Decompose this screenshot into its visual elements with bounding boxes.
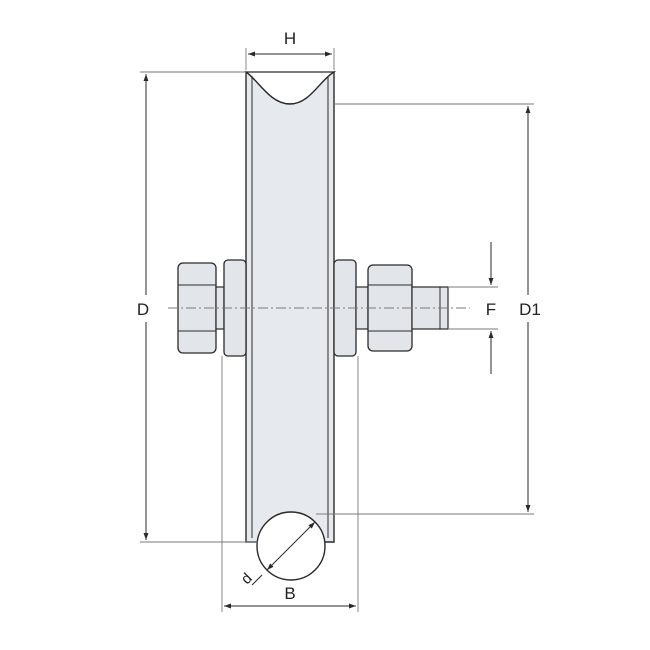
label-h: H	[284, 29, 296, 48]
wheel-body	[244, 70, 337, 581]
wheel-main-body	[245, 70, 335, 543]
label-b: B	[284, 584, 295, 603]
dimension-f: F	[448, 242, 498, 374]
label-small-d: d	[238, 570, 256, 588]
label-f: F	[486, 300, 496, 319]
label-d-outer: D	[137, 300, 149, 319]
dimension-d: D	[137, 71, 258, 543]
dimension-d1: D1	[316, 103, 541, 515]
dimension-h: H	[245, 29, 335, 70]
dimension-b: B	[221, 356, 359, 612]
label-d1: D1	[519, 300, 541, 319]
